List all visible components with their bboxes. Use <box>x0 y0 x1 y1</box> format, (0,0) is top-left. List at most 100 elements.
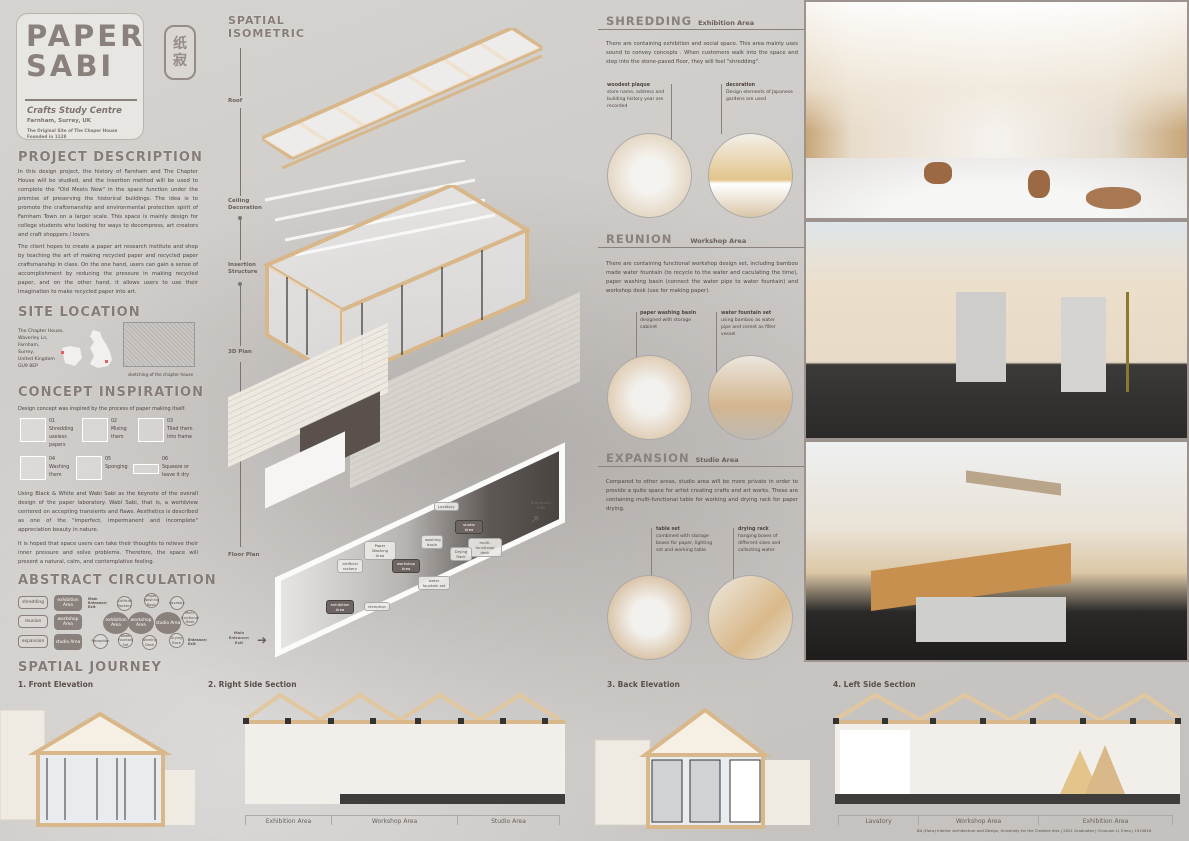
layer-dot <box>238 282 242 286</box>
roof-layer-drawing <box>262 28 544 170</box>
tag-water-fountain-set: water fountain set <box>418 576 450 590</box>
insertion-structure-drawing <box>262 185 532 384</box>
layer-label-insertion: Insertion Structure <box>228 262 258 275</box>
step-num: 05 <box>105 457 112 462</box>
expansion-area: Studio Area <box>695 456 739 464</box>
washing-basin-vignette <box>607 355 692 440</box>
concept-para-2: It is hoped that space users can take th… <box>18 541 198 565</box>
sketch-caption: sketching of the chapter house <box>128 372 194 377</box>
callout-line <box>671 84 672 154</box>
layer-axis <box>240 220 241 260</box>
circ-main-entrance: Main Entrance/ Exit <box>88 597 107 609</box>
table-set-vignette <box>607 575 692 660</box>
step-label: Shredding useless papers <box>49 427 74 448</box>
seal-char-2: 寂 <box>173 52 187 69</box>
circ-area-studio: studio Area <box>54 634 82 650</box>
tag-multi-functional-desk: multi-functional desk <box>468 538 502 557</box>
seal-char-1: 纸 <box>173 35 187 52</box>
wood-stool <box>924 162 952 184</box>
heading-line: SPATIAL <box>228 14 285 27</box>
heading-line: ISOMETRIC <box>228 27 305 40</box>
callout-line <box>636 312 637 372</box>
chapter-house-sketch <box>123 322 195 367</box>
title-location: Farnham, Surrey, UK <box>27 118 92 124</box>
side-entrance-label: Entrance/ Exit <box>530 500 552 510</box>
step-num: 01 <box>49 419 56 424</box>
press-icon <box>133 464 159 474</box>
expansion-body: Compared to other areas, studio area wil… <box>606 479 798 512</box>
reunion-note-1: paper washing basin designed with storage… <box>640 310 700 331</box>
back-elevation-title: 3. Back Elevation <box>607 680 680 689</box>
reunion-title: REUNION <box>606 232 673 246</box>
area-label: Workshop Area <box>918 816 1038 825</box>
right-section-area-bar: Exhibition Area Workshop Area Studio Are… <box>245 815 560 825</box>
spatial-isometric-heading: SPATIAL ISOMETRIC <box>228 14 305 40</box>
shredding-header: SHREDDING Exhibition Area <box>598 14 804 30</box>
back-elevation-drawing <box>594 707 810 829</box>
note-body: designed with storage cabinet <box>640 318 692 330</box>
address-line: The Chapter House, <box>18 329 64 334</box>
tag-workshop-area: workshop Area <box>392 559 420 573</box>
table-base <box>916 597 1066 642</box>
circ-area-exhibition: exhibition Area <box>54 595 82 611</box>
note-title: woodest plaque <box>607 83 650 88</box>
note-title: paper washing basin <box>640 311 697 316</box>
shredding-body: There are containing exhibition and soci… <box>606 41 798 65</box>
circ-concept-reunion: reunion <box>18 615 48 628</box>
circ-area-workshop: workshop Area <box>54 614 82 630</box>
area-label: Workshop Area <box>331 816 457 825</box>
concept-para-1: Using Black & White and Wabi Sabi as the… <box>18 491 198 533</box>
tag-studio-area: studio Area <box>455 520 483 534</box>
shredding-title: SHREDDING <box>606 14 693 28</box>
origin-line-2: Founded in 1128 <box>27 134 67 139</box>
address-line: Farnham, <box>18 343 40 348</box>
ceiling-layer-drawing <box>265 160 496 257</box>
origin-line-1: The Original Site of The Chaper House <box>27 128 118 133</box>
step-label: Tiled them into frame <box>167 427 193 440</box>
area-label: Studio Area <box>457 816 560 825</box>
tag-artificial-rockery: artificial rockery <box>337 559 363 573</box>
title-origin: The Original Site of The Chaper House Fo… <box>27 128 117 140</box>
area-label: Exhibition Area <box>1038 816 1173 825</box>
japanese-decoration-vignette <box>708 133 793 218</box>
site-location-heading: SITE LOCATION <box>18 305 141 320</box>
sponging-icon <box>76 456 102 480</box>
right-section-title: 2. Right Side Section <box>208 680 297 689</box>
washing-basin <box>956 292 1006 382</box>
layer-dot <box>238 216 242 220</box>
concept-inspiration-heading: CONCEPT INSPIRATION <box>18 385 204 400</box>
chinese-seal-icon: 纸 寂 <box>164 25 196 80</box>
circ-multi-desk: Multi-functional Desk <box>181 610 199 626</box>
note-body: hanging boxes of different sizes and col… <box>738 534 781 553</box>
layer-axis <box>240 286 241 346</box>
wood-stool <box>1086 187 1141 209</box>
reunion-header: REUNION Workshop Area <box>598 232 804 248</box>
circ-concept-shredding: shredding <box>18 596 48 609</box>
reunion-body: There are containing functional workshop… <box>606 261 798 294</box>
address-line: GU9 8EP <box>18 364 38 369</box>
abstract-circulation-heading: ABSTRACT CIRCULATION <box>18 573 217 588</box>
spatial-journey-heading: SPATIAL JOURNEY <box>18 660 162 675</box>
concept-intro: Design concept was inspired by the proce… <box>18 406 186 412</box>
title-divider <box>25 99 137 101</box>
address-line: Waverley Ln, <box>18 336 48 341</box>
tag-paper-washing-area: Paper Washing Area <box>364 541 396 560</box>
expansion-header: EXPANSION Studio Area <box>598 451 804 467</box>
reunion-area: Workshop Area <box>690 237 747 245</box>
footer-credits: BA (Hons) Interior Architecture and Desi… <box>917 828 1152 833</box>
step-num: 04 <box>49 457 56 462</box>
title-line-1: PAPER <box>26 19 146 53</box>
circ-fountain: Water Fountain Set <box>117 633 134 648</box>
